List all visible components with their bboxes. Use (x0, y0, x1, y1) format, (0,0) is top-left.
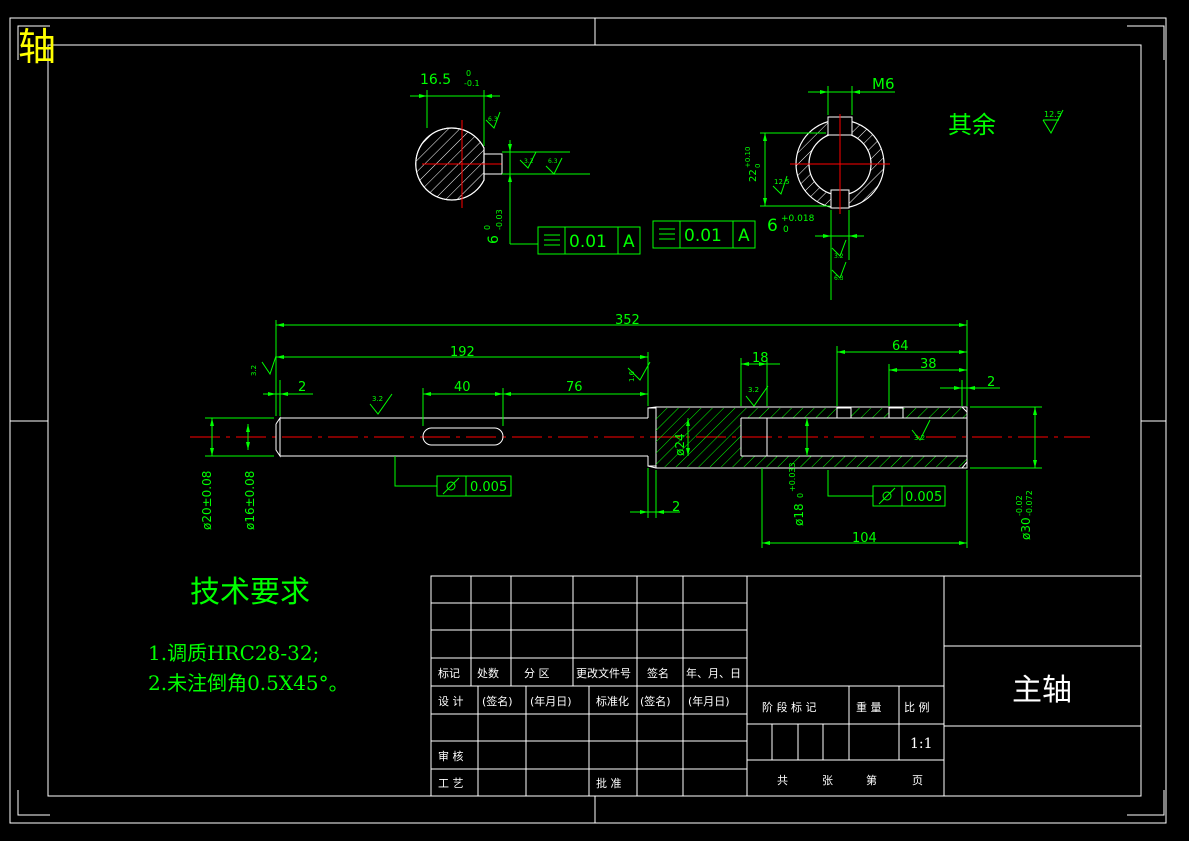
section-a-key-tol-upper: 0 (483, 225, 492, 230)
runout-left-value: 0.005 (470, 480, 507, 495)
dim-2-left: 2 (298, 380, 306, 395)
section-a-tolerance-value: 0.01 (569, 232, 607, 252)
section-a-roughness-side: 6.3 (488, 116, 498, 123)
section-a-roughness-face: 3.2 (524, 158, 534, 165)
tech-req-line-1: 1.调质HRC28-32; (148, 641, 319, 665)
tb-process: 工 艺 (438, 777, 464, 790)
tech-req-line-2: 2.未注倒角0.5X45°。 (148, 671, 349, 695)
section-b-tolerance-value: 0.01 (684, 226, 722, 246)
section-a-roughness-top: 6.3 (548, 158, 558, 165)
tb-zone: 分 区 (524, 667, 550, 680)
roughness-symbol-icon (1042, 109, 1064, 135)
dim-40: 40 (454, 380, 471, 395)
roughness-mid: 1.6 (628, 370, 636, 382)
roughness-bore: 3.2 (748, 386, 759, 394)
section-b-roughness-bottom: 6.3 (834, 275, 844, 282)
title-block (430, 575, 1142, 797)
section-a-datum: A (623, 232, 635, 252)
shaft-dimensions (205, 320, 1042, 548)
section-a-width-tol-upper: 0 (466, 69, 471, 78)
tb-weight: 重 量 (856, 700, 882, 714)
dim-dia-30-tol: -0.02 (1015, 495, 1024, 516)
section-b-roughness-inner: 12.5 (774, 178, 790, 186)
section-b-thread-dim: M6 (872, 75, 895, 93)
tb-mark: 标记 (438, 666, 460, 680)
tech-req-title: 技术要求 (190, 575, 310, 610)
runout-right-value: 0.005 (905, 490, 942, 505)
tb-sign: 签名 (647, 666, 669, 680)
corner-label: 轴 (18, 25, 56, 69)
section-b-height-tol-lower: 0 (754, 164, 762, 168)
dim-dia-24: ø24 (673, 433, 687, 456)
dim-total-length: 352 (615, 313, 640, 328)
tb-part-name: 主轴 (1012, 673, 1072, 708)
dim-192: 192 (450, 345, 475, 360)
dim-64: 64 (892, 339, 909, 354)
section-a-width-dim: 16.5 (420, 72, 451, 88)
runout-frame-right (872, 485, 946, 507)
section-b (760, 86, 895, 300)
tb-total: 共 (777, 774, 788, 787)
roughness-left: 3.2 (250, 365, 258, 376)
roughness-key: 3.2 (372, 395, 383, 403)
section-b-datum: A (738, 226, 750, 246)
tb-date2: (年月日) (688, 694, 730, 708)
section-a-key-tol-lower: -0.03 (495, 209, 504, 230)
dim-38: 38 (920, 357, 937, 372)
tb-scale: 比 例 (904, 700, 930, 714)
tb-review: 审 核 (438, 749, 464, 763)
rest-roughness-value: 12.5 (1044, 110, 1062, 119)
section-a-width-tol-lower: -0.1 (464, 79, 480, 88)
tb-stage: 阶 段 标 记 (762, 700, 817, 714)
dim-dia-18-tol-lower: 0 (796, 493, 805, 498)
section-b-roughness-key: 3.2 (834, 253, 844, 260)
tb-page-no: 第 (866, 773, 877, 787)
roughness-inner: 3.2 (914, 434, 925, 442)
tb-sign2: (签名) (640, 694, 671, 708)
dim-dia-30-tol-lower: -0.072 (1025, 490, 1034, 516)
tb-approve: 批 准 (596, 776, 622, 790)
dim-2-bottom: 2 (672, 500, 680, 515)
section-a (410, 90, 590, 245)
tb-standard: 标准化 (596, 694, 629, 708)
tb-date: 年、月、日 (686, 666, 741, 680)
section-a-key-dim: 6 (486, 235, 502, 244)
section-b-key-dim: 6 (767, 216, 778, 236)
dim-dia-18-tol: +0.033 (788, 462, 797, 492)
section-b-height-tol-upper: +0.10 (744, 147, 752, 168)
tb-sign1: (签名) (482, 694, 513, 708)
tb-page: 页 (912, 774, 923, 787)
rest-roughness-label: 其余 (948, 111, 996, 139)
section-b-key-tol-upper: +0.018 (781, 214, 815, 224)
section-b-height-dim: 22 (748, 169, 759, 182)
tb-count: 处数 (477, 667, 499, 680)
dim-dia-20: ø20±0.08 (200, 471, 214, 530)
dim-dia-16: ø16±0.08 (243, 471, 257, 530)
dim-dia-18: ø18 (792, 503, 806, 526)
tb-design: 设 计 (438, 695, 464, 708)
tb-scale-value: 1:1 (910, 736, 933, 752)
shaft-main-view (190, 406, 1090, 469)
section-b-key-tol-lower: 0 (783, 225, 789, 235)
tb-date1: (年月日) (530, 694, 572, 708)
dim-18: 18 (752, 351, 769, 366)
runout-frame-left (436, 475, 512, 497)
dim-104: 104 (852, 531, 877, 546)
dim-dia-30: ø30 (1019, 517, 1033, 540)
section-a-tolerance-frame (537, 226, 641, 255)
section-b-tolerance-frame (652, 220, 756, 249)
tb-doc: 更改文件号 (576, 666, 631, 680)
dim-76: 76 (566, 380, 583, 395)
tb-sheets: 张 (822, 774, 833, 787)
dim-2-right: 2 (987, 375, 995, 390)
